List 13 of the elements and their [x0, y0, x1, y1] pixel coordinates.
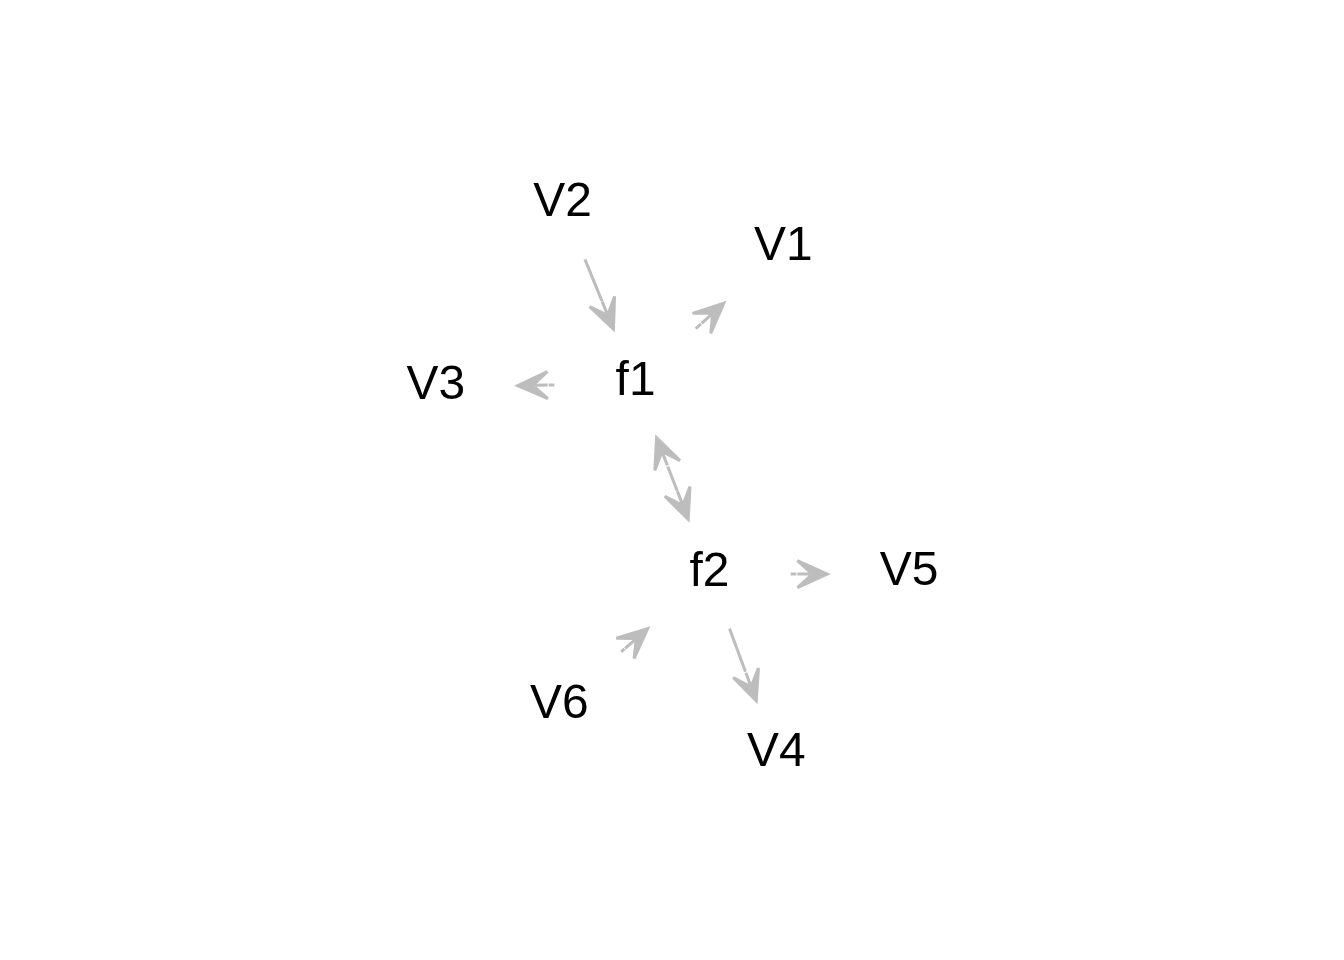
node-text: V3: [406, 355, 465, 409]
arrow: [652, 436, 691, 521]
node-text: f1: [615, 351, 656, 405]
node-text: V4: [746, 723, 806, 777]
arrow: [727, 628, 760, 703]
arrow: [583, 258, 616, 331]
node-text: f2: [689, 542, 729, 596]
node-text: V5: [879, 542, 938, 596]
node-text: V2: [532, 173, 592, 227]
node-text: V1: [753, 217, 813, 271]
arrow: [690, 301, 725, 335]
arrow: [614, 627, 649, 661]
node-text: V6: [529, 674, 589, 728]
